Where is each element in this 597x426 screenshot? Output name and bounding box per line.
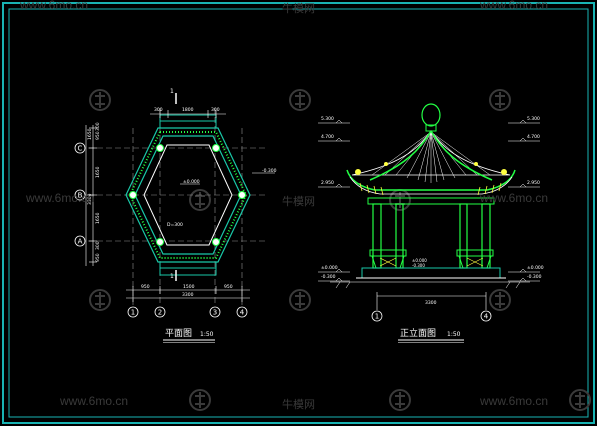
watermark-logos: [89, 89, 591, 411]
elevation-right-level: -0.300: [527, 274, 542, 280]
plan-bottom-dim: 950: [141, 284, 150, 290]
section-mark-top: 1: [170, 88, 174, 95]
watermark-site-text: www.6mo.cn: [26, 191, 95, 205]
plan-row-label: C: [78, 145, 83, 153]
elevation-left-level: ±0.000: [321, 265, 338, 271]
plan-left-dim: 300: [95, 122, 101, 131]
watermark-site-text: www.6mo.cn: [480, 0, 549, 12]
elevation-col-label: 4: [484, 313, 489, 321]
plan-top-dim: 300: [154, 107, 163, 113]
roof-finial: [421, 103, 441, 127]
elevation-column: [372, 203, 382, 269]
plan-column: [156, 144, 164, 152]
elevation-left-level: 5.300: [321, 116, 334, 122]
plan-left-dim: 300: [95, 241, 101, 250]
elevation-inner-level: -0.300: [412, 263, 425, 268]
elevation-col-label: 1: [375, 313, 379, 321]
plan-top-dim: 300: [211, 107, 220, 113]
plan-left-dim: 950: [95, 253, 101, 262]
hexagon-floor: [143, 144, 233, 246]
plan-bottom-dim: 1500: [183, 284, 195, 290]
plan-left-dim: 1650: [95, 212, 101, 224]
inner-frame: [8, 8, 589, 418]
elevation-column: [459, 203, 468, 269]
plan-left-total: 1650: [87, 128, 93, 140]
elevation-right-level: 5.300: [527, 116, 540, 122]
plan-col-label: 3: [213, 309, 217, 317]
plan-column: [212, 144, 220, 152]
plan-col-label: 4: [240, 309, 245, 317]
plan-top-dim: 1800: [182, 107, 194, 113]
plan-column: [156, 238, 164, 246]
watermark-site-text: www.6mo.cn: [480, 394, 549, 408]
eave-beam: [367, 197, 495, 205]
plan-bottom-total: 3300: [182, 292, 194, 298]
section-mark-bottom: 1: [170, 273, 174, 280]
plan-view: 1 1 300 1800 300 950 300 1650 1650: [74, 88, 277, 343]
pavilion-base: [361, 267, 501, 279]
watermark-site-text: www.6mo.cn: [20, 0, 89, 12]
elevation-right-level: ±0.000: [527, 265, 544, 271]
plan-dim-note: D=300: [167, 222, 183, 228]
plan-left-dim: 950: [95, 131, 101, 140]
elevation-column: [395, 203, 404, 269]
plan-left-dim: 1650: [95, 166, 101, 178]
plan-row-label: A: [78, 238, 83, 246]
plan-scale: 1:50: [200, 331, 214, 338]
plan-col-label: 1: [131, 309, 135, 317]
plan-bottom-dim: 950: [224, 284, 233, 290]
elevation-right-level: 4.700: [527, 134, 540, 140]
watermark-brand-text: 牛模网: [282, 398, 315, 411]
elevation-title: 正立面图: [400, 327, 436, 339]
elevation-left-level: 4.700: [321, 134, 334, 140]
plan-title: 平面图: [165, 328, 192, 339]
elevation-inner-level: ±0.000: [412, 258, 427, 263]
elevation-left-level: 2.950: [321, 180, 334, 186]
plan-row-label: B: [78, 192, 83, 200]
hexagon-outer-wall: [125, 127, 251, 263]
elevation-width-dim: 3300: [425, 300, 437, 306]
plan-col-label: 2: [158, 309, 162, 317]
watermark-site-text: www.6mo.cn: [60, 394, 129, 408]
elevation-right-level: 2.950: [527, 180, 540, 186]
plan-column: [238, 191, 246, 199]
watermark-brand-text: 牛模网: [282, 2, 315, 15]
plan-column: [129, 191, 137, 199]
plan-column: [212, 238, 220, 246]
watermark-brand-text: 牛模网: [282, 195, 315, 208]
plan-left-total: 3300: [87, 193, 93, 205]
elevation-left-level: -0.300: [321, 274, 336, 280]
elevation-view: 5.300 4.700 2.950 ±0.000 -0.300 5.300 4.…: [318, 103, 544, 343]
elevation-scale: 1:50: [447, 331, 461, 338]
plan-level-outer: -0.300: [262, 168, 277, 174]
plan-level-inner: ±0.000: [183, 179, 200, 185]
watermark-site-text: www.6mo.cn: [480, 191, 549, 205]
elevation-column: [481, 203, 491, 269]
